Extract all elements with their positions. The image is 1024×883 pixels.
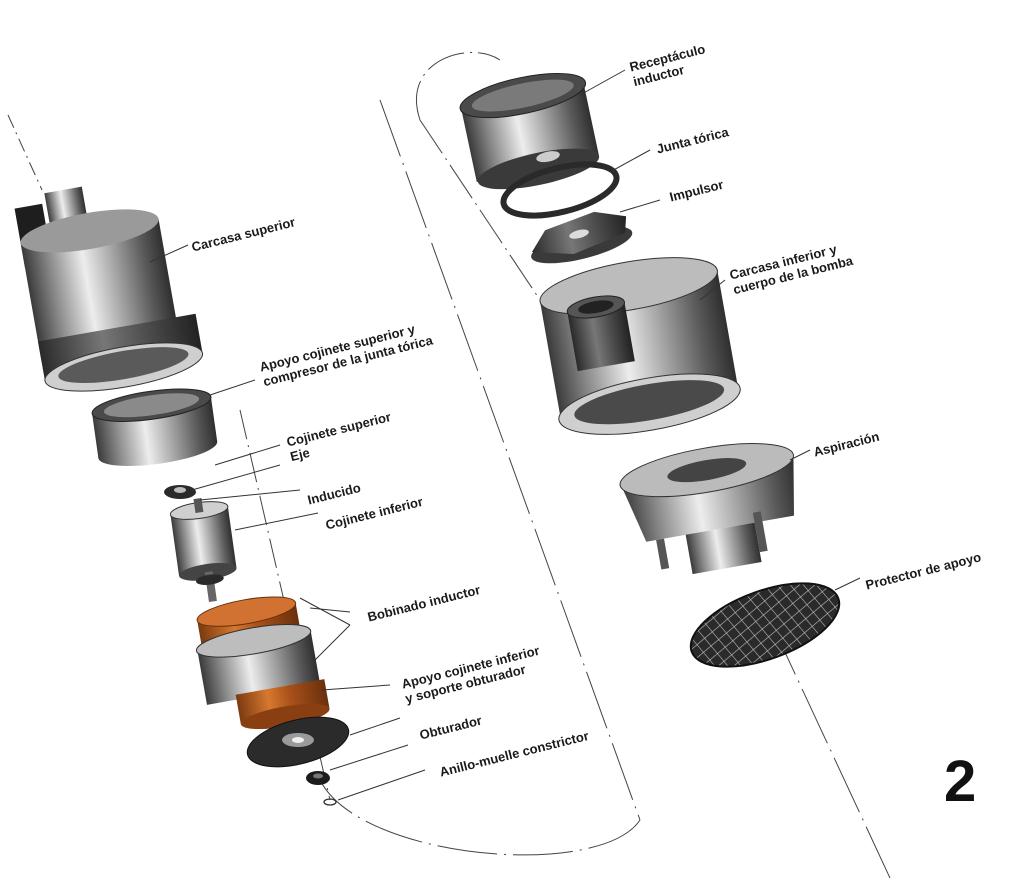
impulsor-part — [531, 211, 633, 264]
obturador-part — [246, 716, 350, 768]
aspiracion-part — [619, 443, 795, 575]
cojinete-superior-part — [164, 485, 196, 499]
carcasa-inferior-part — [539, 257, 741, 435]
leader-lines — [149, 69, 861, 801]
apoyo-cojinete-superior-part — [91, 388, 218, 466]
inducido-part — [169, 498, 237, 603]
carcasa-superior-part — [14, 186, 204, 392]
figure-number: 2 — [944, 749, 977, 814]
protector-apoyo-part — [689, 582, 841, 668]
junta-torica-part — [500, 161, 620, 219]
anillo-muelle-part — [306, 771, 337, 806]
receptaculo-inductor-part — [459, 72, 600, 190]
bobinado-inductor-part — [195, 596, 330, 730]
